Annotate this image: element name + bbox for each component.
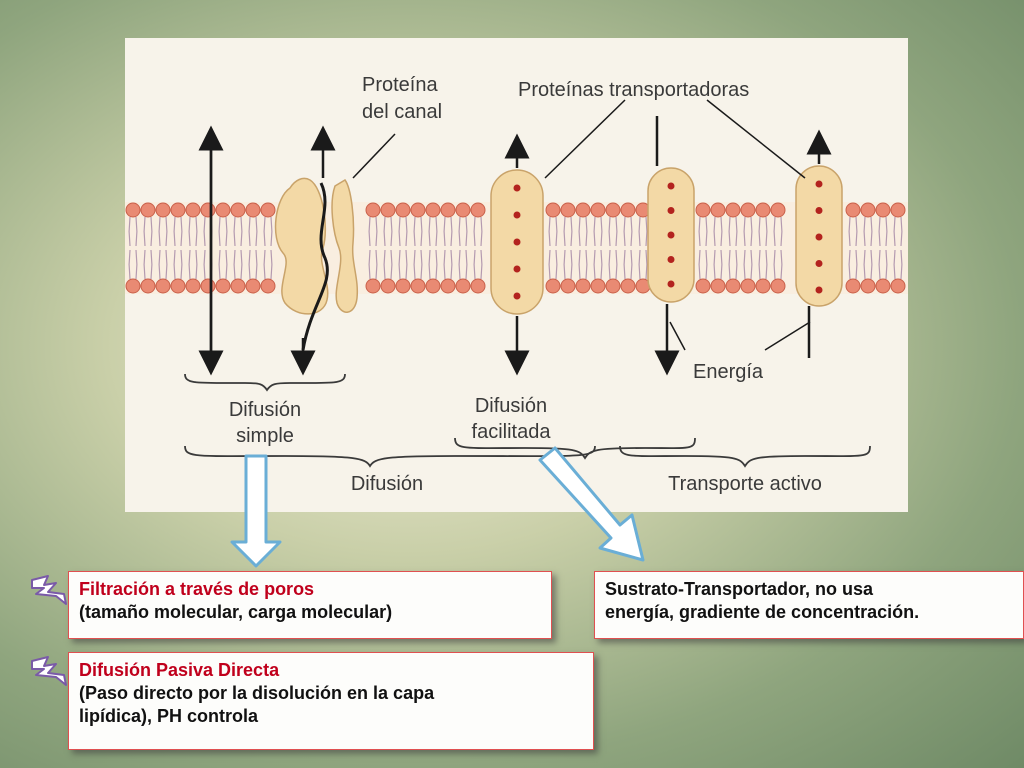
carrier-line-1: Sustrato-Transportador, no usa	[605, 579, 874, 599]
filtration-detail: (tamaño molecular, carga molecular)	[79, 602, 393, 622]
lipid-tails	[128, 216, 903, 280]
membrane-transport-figure: Proteína del canal Proteínas transportad…	[125, 38, 908, 512]
lightning-bolt-icon	[31, 656, 67, 686]
energy-label: Energía	[693, 361, 764, 383]
carrier-line-2: energía, gradiente de concentración.	[605, 602, 920, 622]
transport-arrows	[198, 116, 832, 376]
passive-detail-1: (Paso directo por la disolución en la ca…	[79, 683, 435, 703]
channel-protein-label-2: del canal	[362, 101, 442, 123]
filtration-title: Filtración a través de poros	[79, 579, 315, 599]
lightning-bolt-icon	[31, 575, 67, 605]
channel-protein-label-1: Proteína	[362, 74, 438, 96]
simple-diffusion-label-1: Difusión	[229, 399, 301, 421]
channel-protein	[274, 177, 359, 351]
facilitated-diffusion-label-2: facilitada	[472, 421, 552, 443]
passive-title: Difusión Pasiva Directa	[79, 660, 280, 680]
diagonal-arrow-icon	[538, 446, 645, 562]
active-transport-label: Transporte activo	[668, 473, 822, 495]
membrane-diagram: Proteína del canal Proteínas transportad…	[125, 74, 908, 495]
diffusion-label: Difusión	[351, 473, 423, 495]
simple-diffusion-label-2: simple	[236, 425, 294, 447]
substrate-dots	[513, 180, 823, 300]
filtration-box: Filtración a través de poros (tamaño mol…	[68, 571, 552, 639]
down-arrow-icon	[230, 454, 282, 568]
carrier-proteins-label: Proteínas transportadoras	[518, 79, 749, 101]
passive-diffusion-box: Difusión Pasiva Directa (Paso directo po…	[68, 652, 594, 750]
passive-detail-2: lipídica), PH controla	[79, 706, 259, 726]
carrier-box: Sustrato-Transportador, no usa energía, …	[594, 571, 1024, 639]
facilitated-diffusion-label-1: Difusión	[475, 395, 547, 417]
leader-lines	[352, 99, 811, 351]
